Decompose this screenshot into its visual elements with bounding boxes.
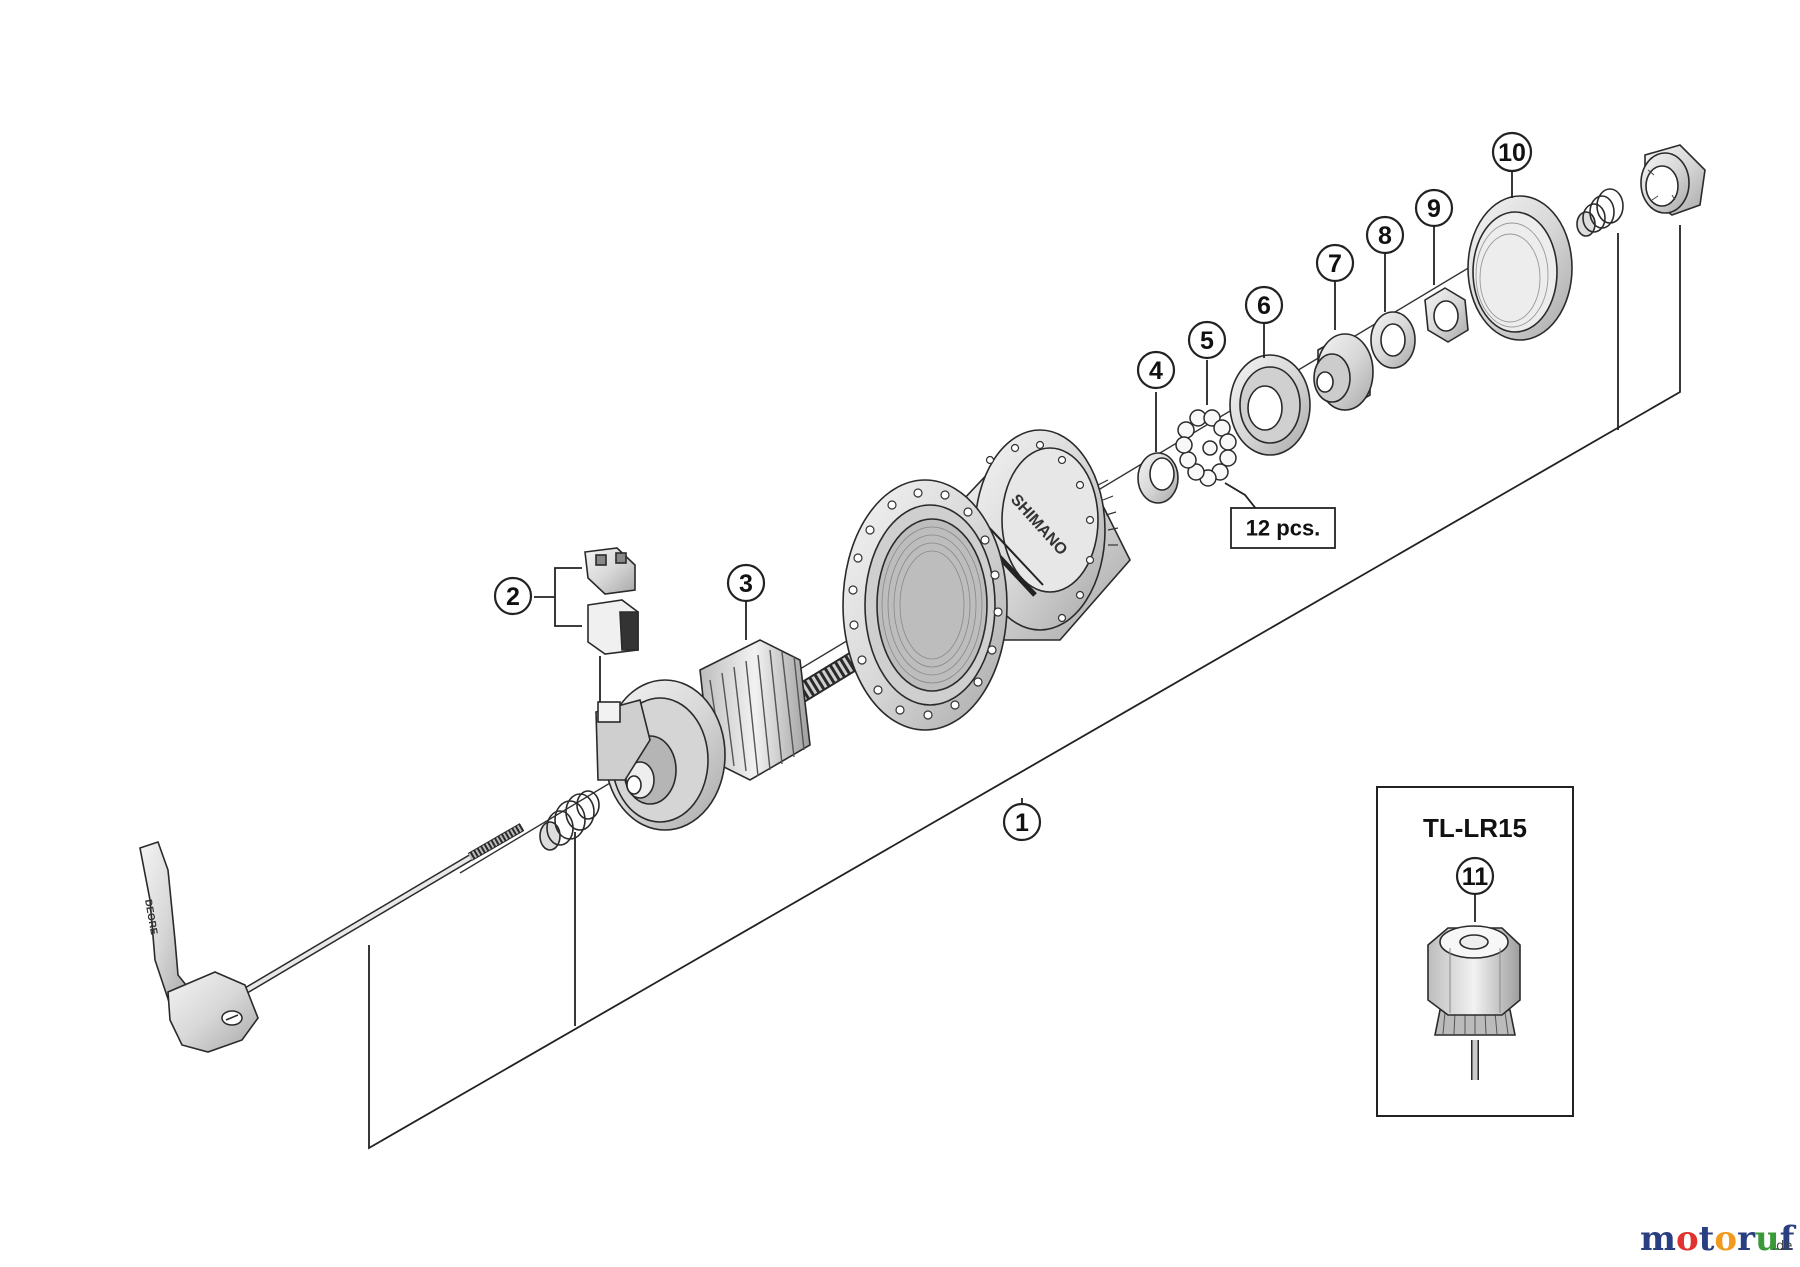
- part-9-lock-nut: [1424, 226, 1469, 343]
- callout-2: 2: [493, 576, 533, 616]
- svg-text:9: 9: [1427, 195, 1441, 223]
- callout-6: 6: [1244, 285, 1284, 325]
- skewer-spring-left: [539, 790, 600, 851]
- svg-text:5: 5: [1200, 327, 1214, 355]
- callout-4: 4: [1136, 350, 1176, 390]
- svg-text:3: 3: [739, 570, 753, 598]
- part-5-ball-bearings: [1175, 409, 1237, 487]
- svg-text:8: 8: [1378, 222, 1392, 250]
- svg-text:7: 7: [1328, 250, 1342, 278]
- callout-9: 9: [1414, 188, 1454, 228]
- callout-1: 1: [1002, 802, 1042, 842]
- hub-shell: SHIMANO: [842, 429, 1131, 731]
- lockring-tool: [1427, 925, 1521, 1080]
- part-2-cassette-joint: [534, 547, 639, 705]
- callout-10: 10: [1491, 131, 1533, 173]
- callout-5: 5: [1187, 320, 1227, 360]
- part-6-ball-cup: [1229, 322, 1311, 456]
- skewer-thread: [467, 823, 525, 861]
- svg-text:12 pcs.: 12 pcs.: [1246, 516, 1321, 541]
- quick-release-lever: [139, 840, 192, 1007]
- adjusting-nut: [1640, 144, 1706, 216]
- quick-release-skewer: DEORE: [139, 823, 525, 1053]
- tool-box: TL-LR15 11: [1376, 786, 1574, 1117]
- callout-7: 7: [1315, 243, 1355, 283]
- callout-3: 3: [726, 563, 766, 640]
- svg-text:1: 1: [1015, 809, 1029, 837]
- svg-text:.de: .de: [1772, 1239, 1792, 1254]
- quick-release-body: [167, 971, 259, 1053]
- part-4-dust-cap: [1137, 392, 1179, 504]
- svg-text:2: 2: [506, 583, 520, 611]
- svg-text:6: 6: [1257, 292, 1271, 320]
- part-8-washer: [1370, 253, 1416, 369]
- svg-text:motoruf: motoruf: [1640, 1219, 1797, 1259]
- quantity-label: 12 pcs.: [1230, 507, 1336, 549]
- part-10-dust-cover: [1467, 170, 1573, 341]
- skewer-spring-right: [1576, 188, 1624, 237]
- part-7-cone: [1313, 280, 1374, 411]
- callout-8: 8: [1365, 215, 1405, 255]
- callout-11: 11: [1462, 863, 1489, 891]
- watermark-logo: motoruf .de: [1640, 1219, 1797, 1259]
- tool-name: TL-LR15: [1423, 813, 1527, 843]
- svg-text:10: 10: [1498, 139, 1526, 167]
- part-3-internal-unit: [595, 636, 886, 831]
- svg-text:4: 4: [1149, 357, 1163, 385]
